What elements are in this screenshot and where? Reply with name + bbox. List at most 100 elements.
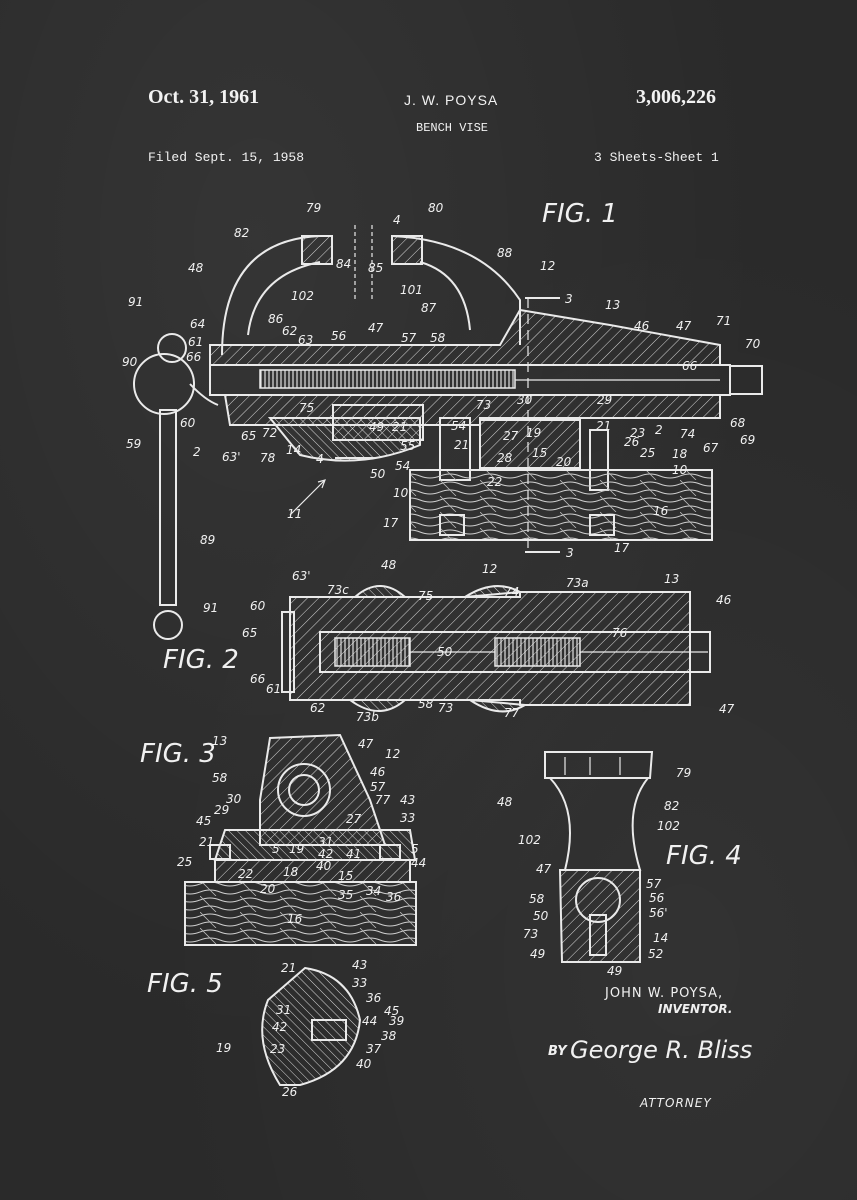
fig2-jaw-bottom-left — [346, 699, 408, 712]
ref4-73: 73 — [523, 927, 538, 941]
ref2-12: 12 — [482, 562, 497, 576]
ref5-43: 43 — [352, 958, 367, 972]
fig5-pin — [311, 1019, 347, 1041]
ref2-62: 62 — [310, 701, 325, 715]
ref-75: 75 — [299, 401, 314, 415]
ref2-60: 60 — [250, 599, 266, 613]
ref-47: 47 — [368, 321, 384, 335]
fig4-bore — [575, 877, 621, 923]
ref2-63: 63' — [292, 569, 311, 583]
ref3-13: 13 — [212, 734, 227, 748]
ref-54b: 54 — [395, 459, 410, 473]
ref2-66: 66 — [250, 672, 266, 686]
ref-2a: 2 — [655, 423, 663, 437]
ref3-31: 31 — [318, 835, 333, 849]
fig2-screw-bore — [319, 631, 711, 673]
ref4-58: 58 — [529, 892, 545, 906]
ref-82: 82 — [234, 226, 249, 240]
ref5-36: 36 — [366, 991, 382, 1005]
ref3-5b: 5 — [411, 842, 419, 856]
ref-84: 84 — [336, 257, 351, 271]
ref5-31: 31 — [276, 1003, 291, 1017]
fig1-base-block — [479, 419, 581, 469]
fig2-label: FIG. 2 — [163, 645, 239, 675]
ref-61: 61 — [188, 335, 203, 349]
ref-87: 87 — [421, 301, 437, 315]
ref4-14: 14 — [653, 931, 668, 945]
ref-4a: 4 — [393, 213, 401, 227]
fig4-reference-numbers: 79 48 82 102 102 47 57 58 56 50 56' 73 1… — [497, 766, 691, 978]
ref3-21: 21 — [199, 835, 214, 849]
fig1-arch-inner-left — [247, 261, 321, 336]
ref-70: 70 — [745, 337, 761, 351]
patent-number: 3,006,226 — [636, 86, 716, 108]
ref-12: 12 — [540, 259, 555, 273]
inventor-role: INVENTOR. — [658, 1002, 732, 1016]
ref3-30: 30 — [226, 792, 242, 806]
ref3-25: 25 — [177, 855, 192, 869]
ref5-37: 37 — [366, 1042, 382, 1056]
fig3-bore — [277, 763, 331, 817]
ref2-73: 73 — [438, 701, 453, 715]
ref5-42: 42 — [272, 1020, 287, 1034]
ref2-58: 58 — [418, 697, 434, 711]
ref-88: 88 — [497, 246, 513, 260]
fig1-bolt-head-right — [589, 514, 615, 536]
ref-3a: 3 — [565, 292, 573, 306]
ref2-74: 74 — [504, 585, 519, 599]
ref-71: 71 — [716, 314, 731, 328]
ref3-36: 36 — [386, 890, 402, 904]
fig4-jaw-neck — [549, 777, 649, 871]
attorney-signature: George R. Bliss — [570, 1036, 752, 1064]
fig1-handle-bar — [159, 409, 177, 606]
ref-63: 63 — [298, 333, 313, 347]
ref-23: 23 — [630, 426, 645, 440]
inventor-header: J. W. POYSA — [404, 92, 499, 108]
ref-48: 48 — [188, 261, 204, 275]
ref-79: 79 — [306, 201, 321, 215]
ref-60: 60 — [180, 416, 196, 430]
ref-46: 46 — [634, 319, 650, 333]
fig2-reference-numbers: 63' 48 12 73a 13 60 73c 75 74 46 65 76 5… — [242, 558, 735, 724]
attorney-label: ATTORNEY — [639, 1096, 712, 1110]
ref5-23: 23 — [270, 1042, 285, 1056]
inventor-name: JOHN W. POYSA, — [604, 986, 723, 1001]
figure-4-jaw-view: FIG. 4 79 48 82 102 102 47 57 58 56 50 5… — [497, 751, 742, 978]
ref4-48: 48 — [497, 795, 513, 809]
fig1-screw-nut — [729, 365, 763, 395]
ref-56: 56 — [331, 329, 347, 343]
fig3-slide — [213, 829, 417, 861]
ref-10b: 10 — [672, 463, 688, 477]
ref-26: 26 — [624, 435, 640, 449]
ref-59: 59 — [126, 437, 141, 451]
ref-80: 80 — [428, 201, 444, 215]
ref3-40: 40 — [316, 859, 332, 873]
fig1-arch-right — [391, 235, 521, 345]
ref-101: 101 — [400, 283, 423, 297]
ref-90: 90 — [122, 355, 138, 369]
ref-10a: 10 — [393, 486, 409, 500]
fig2-thread-left — [334, 637, 411, 667]
ref5-45: 45 — [384, 1004, 399, 1018]
figure-2-plan-view: FIG. 2 63' 48 12 73a 13 60 73c 75 74 46 … — [163, 558, 735, 724]
ref2-65: 65 — [242, 626, 257, 640]
ref3-77: 77 — [375, 793, 391, 807]
fig1-label: FIG. 1 — [542, 199, 618, 229]
fig4-slot — [589, 914, 607, 956]
sheet-count: 3 Sheets-Sheet 1 — [594, 150, 719, 165]
ref-58: 58 — [430, 331, 446, 345]
fig1-screw-thread — [259, 369, 516, 389]
ref4-57: 57 — [646, 877, 662, 891]
fig1-jaw-insert-80 — [391, 235, 423, 265]
by-label: BY — [548, 1044, 568, 1059]
ref2-73b: 73b — [356, 710, 379, 724]
ref-27: 27 — [503, 429, 519, 443]
ref3-19: 19 — [289, 842, 304, 856]
ref2-73c: 73c — [327, 583, 349, 597]
ref4-79: 79 — [676, 766, 691, 780]
ref3-43: 43 — [400, 793, 415, 807]
fig1-nut-block — [332, 404, 424, 441]
ref-16: 16 — [653, 504, 669, 518]
ref3-35: 35 — [338, 888, 353, 902]
